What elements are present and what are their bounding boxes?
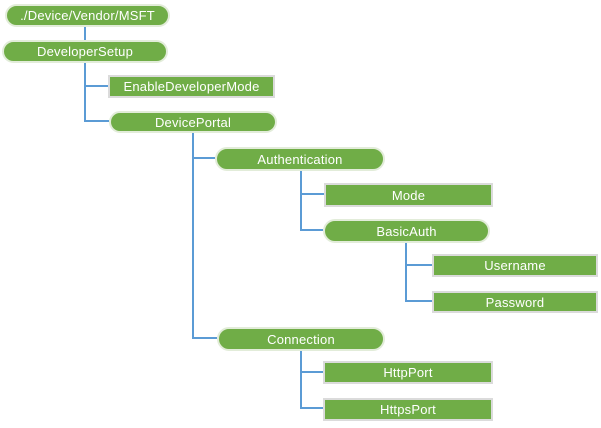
node-basicauth: BasicAuth bbox=[323, 219, 490, 243]
connector-basicauth-trunk bbox=[405, 243, 407, 302]
node-connection: Connection bbox=[217, 327, 385, 351]
connector-to-mode bbox=[300, 193, 324, 195]
node-httpport: HttpPort bbox=[323, 361, 493, 384]
connector-to-authentication bbox=[192, 157, 215, 159]
connector-to-password bbox=[405, 300, 432, 302]
connector-to-deviceportal bbox=[84, 120, 109, 122]
connector-to-basicauth bbox=[300, 229, 323, 231]
node-password: Password bbox=[432, 291, 598, 313]
node-enabledevelopermode: EnableDeveloperMode bbox=[108, 75, 275, 98]
node-httpsport: HttpsPort bbox=[323, 398, 493, 421]
connector-to-httpsport bbox=[300, 407, 323, 409]
connector-deviceportal-trunk bbox=[192, 133, 194, 339]
connector-authentication-trunk bbox=[300, 171, 302, 231]
connector-to-enabledevelopermode bbox=[84, 85, 108, 87]
connector-connection-trunk bbox=[300, 351, 302, 409]
connector-developersetup-trunk bbox=[84, 63, 86, 122]
node-username: Username bbox=[432, 254, 598, 277]
node-mode: Mode bbox=[324, 183, 493, 207]
node-deviceportal: DevicePortal bbox=[109, 111, 277, 133]
connector-root-to-developersetup bbox=[84, 27, 86, 41]
connector-to-httpport bbox=[300, 371, 323, 373]
connector-to-username bbox=[405, 264, 432, 266]
node-authentication: Authentication bbox=[215, 147, 385, 171]
node-developersetup: DeveloperSetup bbox=[2, 40, 168, 63]
node-root-path: ./Device/Vendor/MSFT bbox=[5, 4, 170, 27]
connector-to-connection bbox=[192, 337, 217, 339]
